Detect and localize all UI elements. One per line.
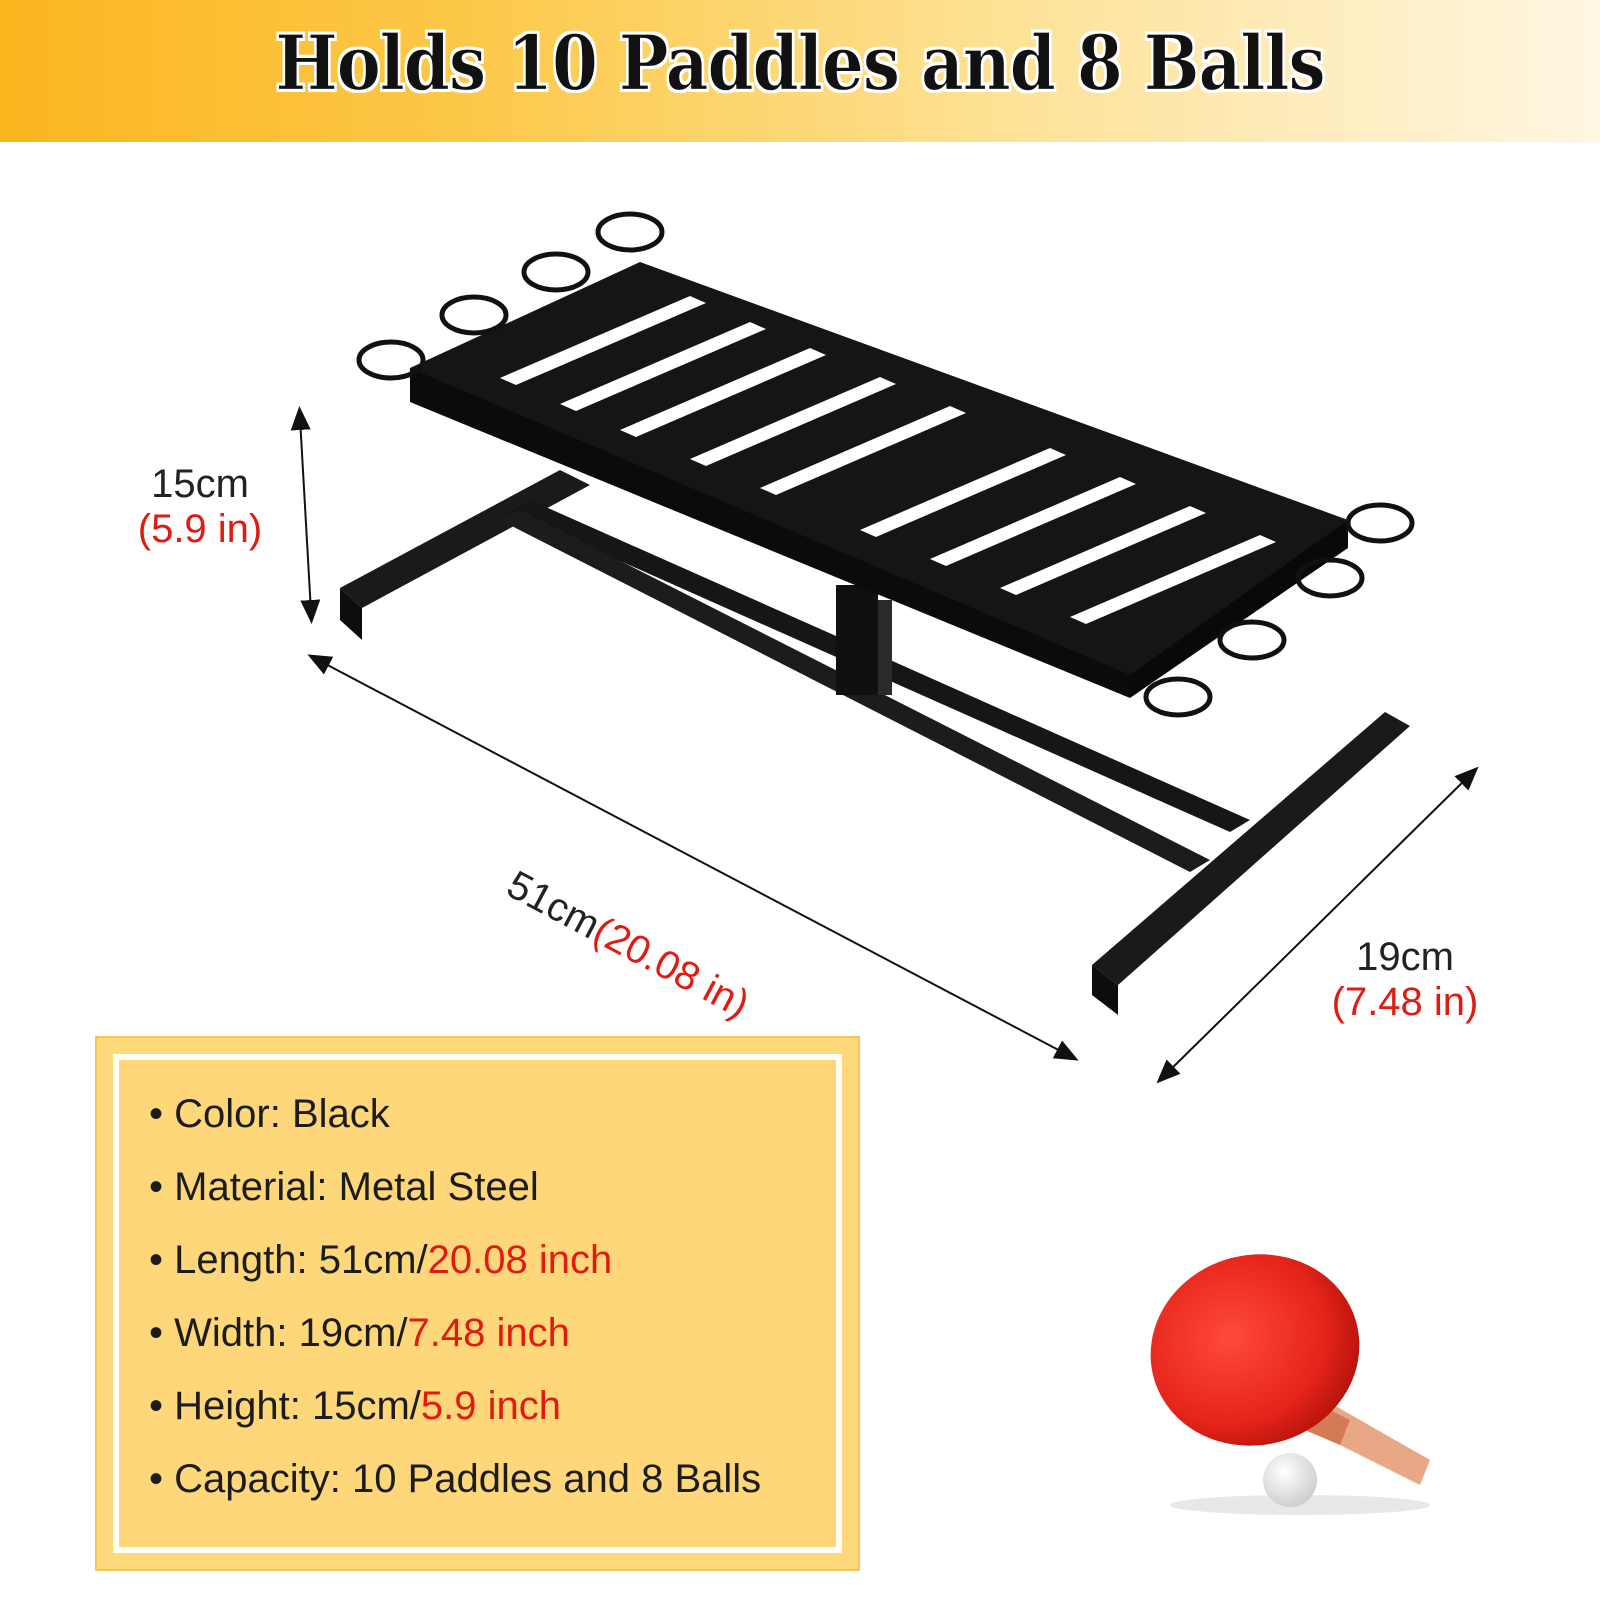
spec-item-capacity: • Capacity: 10 Paddles and 8 Balls bbox=[149, 1457, 762, 1501]
height-imperial: (5.9 in) bbox=[137, 507, 263, 551]
spec-item-width: • Width: 19cm/7.48 inch bbox=[149, 1311, 570, 1355]
spec-item-length: • Length: 51cm/20.08 inch bbox=[149, 1238, 613, 1282]
height-arrow bbox=[290, 406, 321, 624]
ping-pong-paddle-icon bbox=[1150, 1254, 1430, 1515]
ping-pong-ball-icon bbox=[1263, 1453, 1317, 1507]
spec-item-height: • Height: 15cm/5.9 inch bbox=[149, 1384, 562, 1428]
width-arrow bbox=[1156, 766, 1479, 1084]
spec-list: • Color: Black • Material: Metal Steel •… bbox=[149, 1078, 761, 1516]
page-title: Holds 10 Paddles and 8 Balls bbox=[275, 18, 1326, 109]
rack-top-frame bbox=[410, 262, 1348, 698]
spec-panel: • Color: Black • Material: Metal Steel •… bbox=[95, 1036, 860, 1571]
spec-panel-inner: • Color: Black • Material: Metal Steel •… bbox=[113, 1054, 842, 1553]
header-banner: Holds 10 Paddles and 8 Balls bbox=[0, 0, 1600, 142]
spec-item-color: • Color: Black bbox=[149, 1092, 390, 1136]
height-metric: 15cm bbox=[151, 462, 249, 506]
width-dimension-label: 19cm (7.48 in) bbox=[1320, 935, 1490, 1025]
ball-holder-rings bbox=[356, 211, 1415, 718]
height-dimension-label: 15cm (5.9 in) bbox=[130, 462, 270, 552]
width-metric: 19cm bbox=[1356, 935, 1454, 979]
width-imperial: (7.48 in) bbox=[1331, 980, 1479, 1024]
spec-item-material: • Material: Metal Steel bbox=[149, 1165, 539, 1209]
length-arrow bbox=[307, 654, 1079, 1061]
